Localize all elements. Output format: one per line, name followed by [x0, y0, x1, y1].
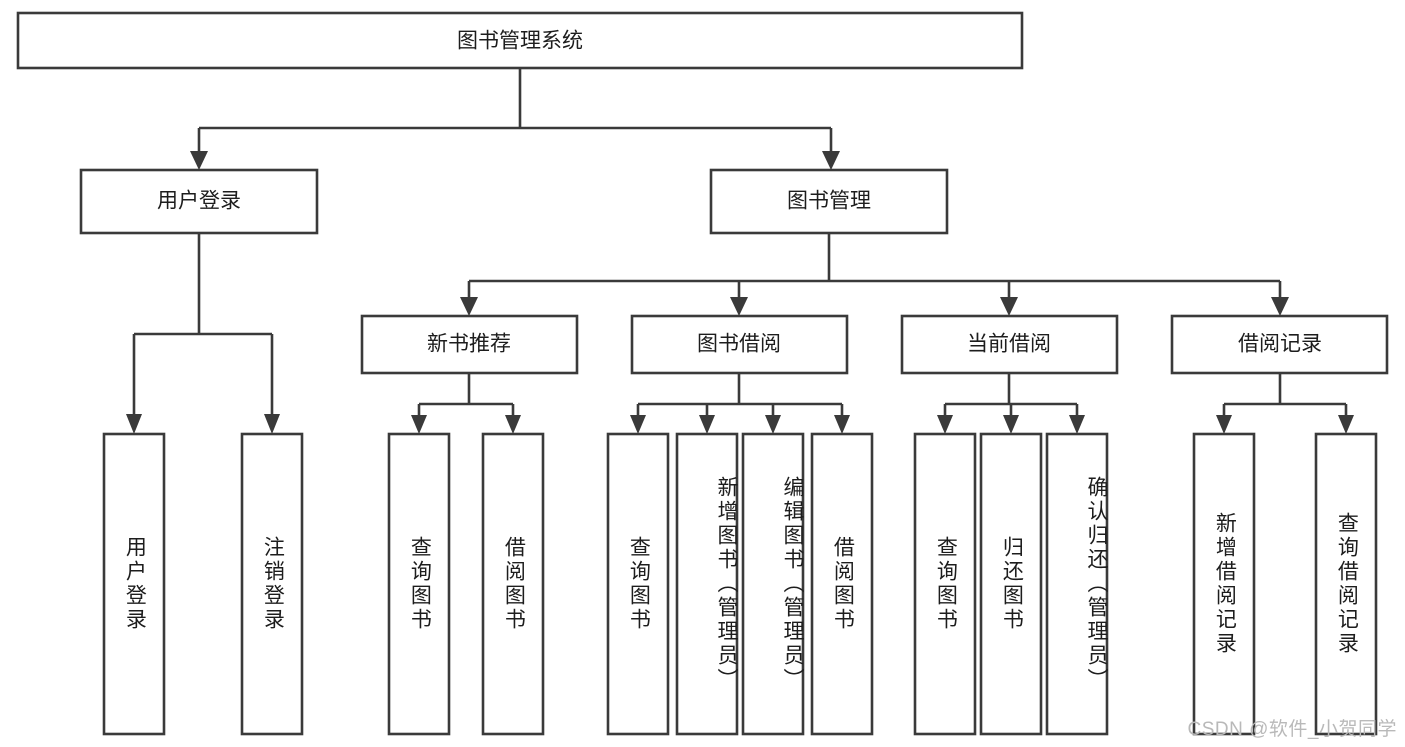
arrow-head-leaf-borrow-book: [834, 415, 850, 434]
arrow-head-current-borrow: [1000, 297, 1018, 316]
node-label-borrow-record: 借阅记录: [1238, 333, 1322, 356]
node-label-new-book-rec: 新书推荐: [427, 333, 511, 356]
arrow-head-new-book-rec: [460, 297, 478, 316]
arrow-head-leaf-borrow-book-rec: [505, 415, 521, 434]
arrow-head-leaf-add-book: [699, 415, 715, 434]
node-box-leaf-logout[interactable]: [240, 432, 304, 736]
node-box-book-manage[interactable]: [709, 168, 949, 235]
watermark-text: CSDN @软件_小贺同学: [1187, 719, 1397, 740]
node-box-leaf-query-book-borrow[interactable]: [606, 432, 670, 736]
node-box-user-login[interactable]: [79, 168, 319, 235]
node-box-leaf-query-book-cur[interactable]: [913, 432, 977, 736]
node-box-current-borrow[interactable]: [900, 314, 1119, 375]
arrow-head-book-borrow: [730, 297, 748, 316]
arrow-head-leaf-query-book-rec: [411, 415, 427, 434]
node-label-current-borrow: 当前借阅: [967, 333, 1051, 356]
arrow-head-leaf-confirm-return: [1069, 415, 1085, 434]
node-box-leaf-add-record[interactable]: [1192, 432, 1256, 736]
node-label-root: 图书管理系统: [457, 30, 583, 53]
node-box-leaf-add-book[interactable]: [675, 432, 739, 736]
node-box-leaf-return-book[interactable]: [979, 432, 1043, 736]
node-box-root[interactable]: [16, 11, 1024, 70]
arrow-head-user-login: [190, 151, 208, 170]
node-box-new-book-rec[interactable]: [360, 314, 579, 375]
node-box-leaf-query-record[interactable]: [1314, 432, 1378, 736]
arrow-head-borrow-record: [1271, 297, 1289, 316]
leaf-box-group: [102, 432, 1378, 736]
connector-group-book-borrow: [630, 373, 850, 434]
connector-group-borrow-record: [1216, 373, 1354, 434]
node-box-leaf-edit-book[interactable]: [741, 432, 805, 736]
node-label-user-login: 用户登录: [157, 190, 241, 213]
connector-group-user-login: [126, 233, 280, 434]
arrow-head-leaf-return-book: [1003, 415, 1019, 434]
node-box-leaf-borrow-book[interactable]: [810, 432, 874, 736]
arrow-head-book-manage: [822, 151, 840, 170]
arrow-head-leaf-user-login: [126, 414, 142, 434]
connector-group-current-borrow: [937, 373, 1085, 434]
arrow-head-leaf-edit-book: [765, 415, 781, 434]
connector-group-book-manage: [460, 233, 1289, 316]
connector-group-new-book-rec: [411, 373, 521, 434]
arrow-head-leaf-query-book-cur: [937, 415, 953, 434]
node-box-leaf-query-book-rec[interactable]: [387, 432, 451, 736]
node-label-book-borrow: 图书借阅: [697, 333, 781, 356]
connector-group-root: [190, 68, 840, 170]
node-label-book-manage: 图书管理: [787, 190, 871, 213]
node-box-leaf-confirm-return[interactable]: [1045, 432, 1109, 736]
arrow-head-leaf-query-book-borrow: [630, 415, 646, 434]
node-box-leaf-borrow-book-rec[interactable]: [481, 432, 545, 736]
arrow-head-leaf-add-record: [1216, 415, 1232, 434]
node-box-book-borrow[interactable]: [630, 314, 849, 375]
node-box-leaf-user-login[interactable]: [102, 432, 166, 736]
arrow-head-leaf-query-record: [1338, 415, 1354, 434]
arrow-head-leaf-logout: [264, 414, 280, 434]
node-box-borrow-record[interactable]: [1170, 314, 1389, 375]
